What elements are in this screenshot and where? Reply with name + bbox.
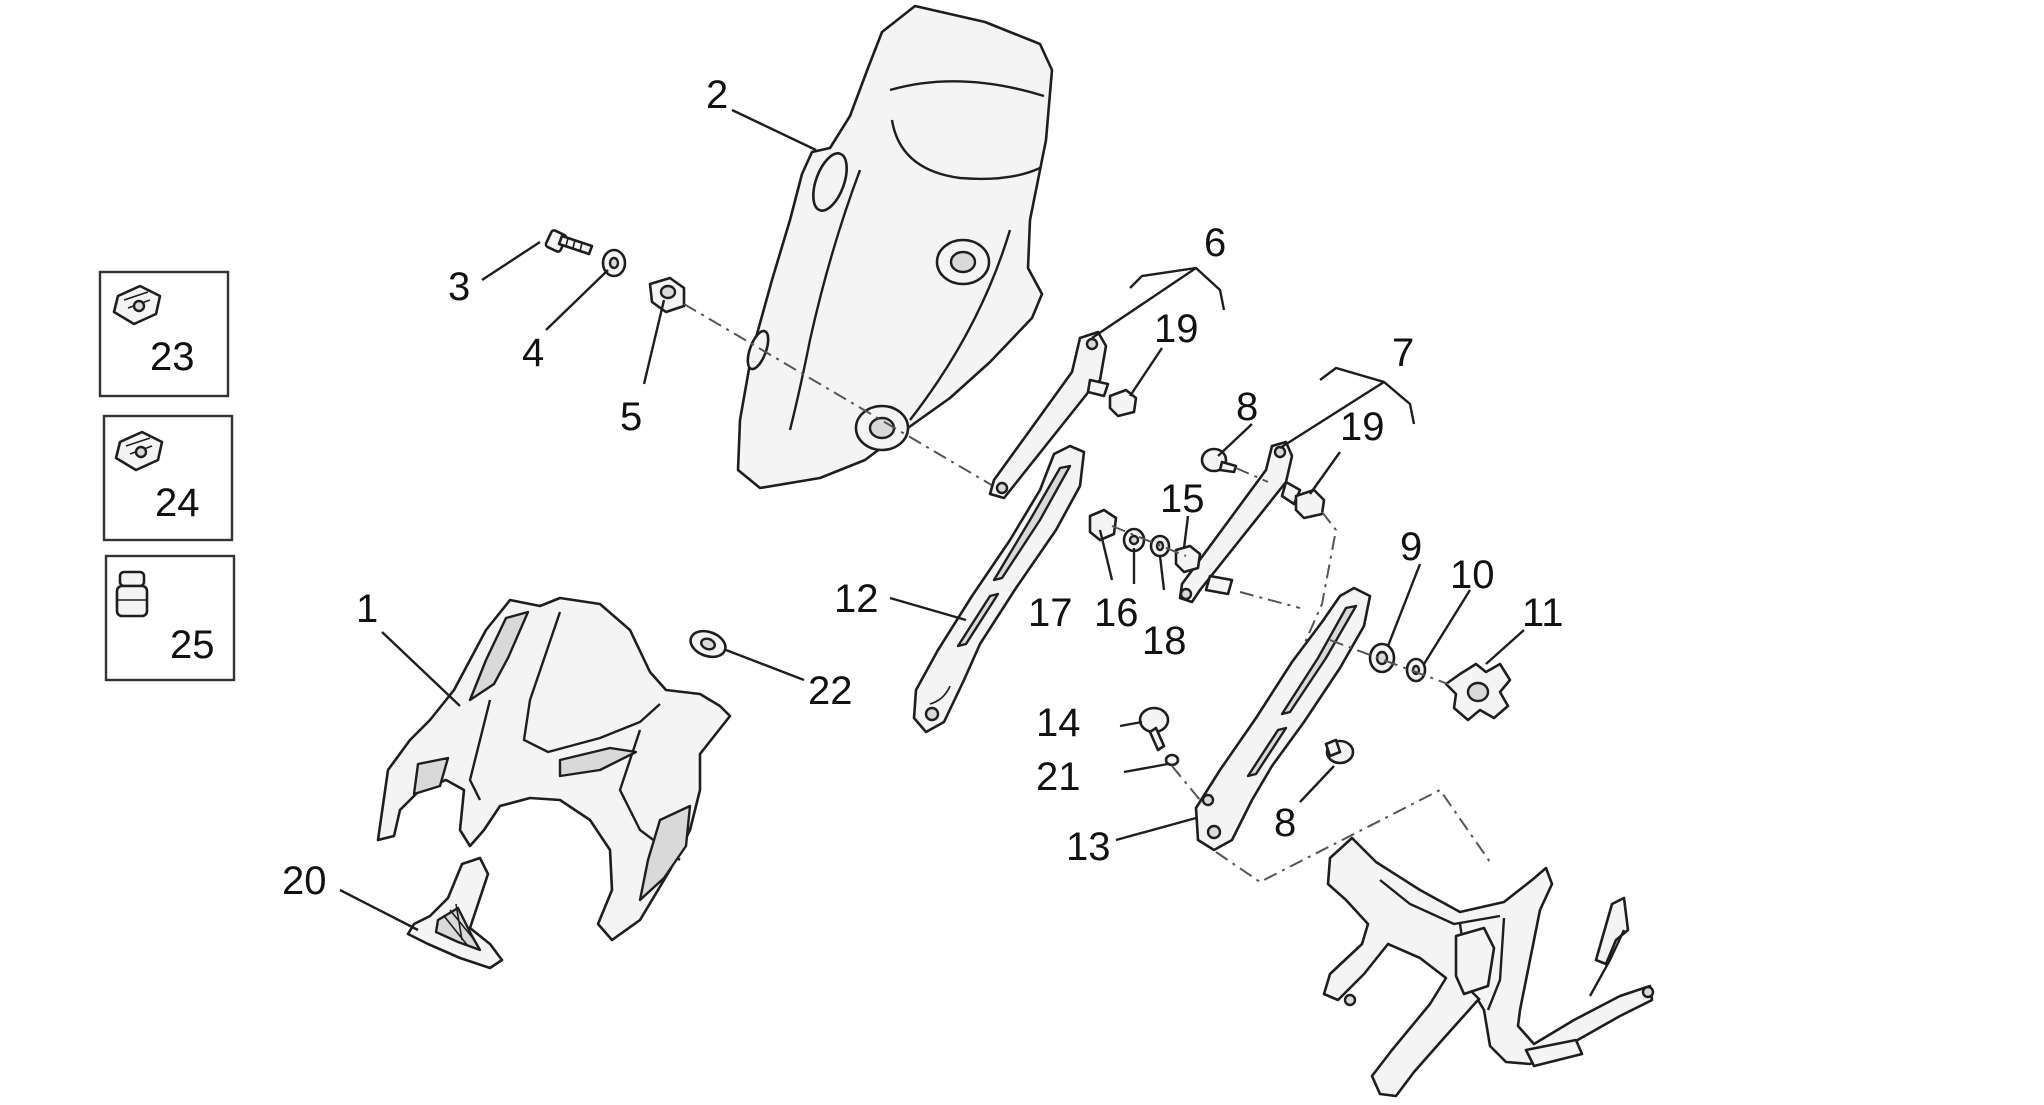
callout-16: 16: [1094, 591, 1139, 635]
callout-22: 22: [808, 669, 853, 713]
callout-2: 2: [706, 73, 728, 117]
bracket-6: [988, 330, 1110, 500]
callout-12: 12: [834, 577, 879, 621]
box-23-label: 23: [150, 335, 195, 379]
clip-nut-icon: [112, 284, 162, 326]
callout-5: 5: [620, 395, 642, 439]
screw-8b: [1324, 738, 1355, 765]
callout-7: 7: [1392, 331, 1414, 375]
callout-10: 10: [1450, 553, 1495, 597]
callout-15: 15: [1160, 477, 1205, 521]
screw-icon: [544, 229, 594, 256]
grommet: [648, 276, 686, 314]
callout-13: 13: [1066, 825, 1111, 869]
callout-8a: 8: [1236, 385, 1258, 429]
grommet-22: [689, 629, 727, 659]
callout-21: 21: [1036, 755, 1081, 799]
clip-nut-icon: [114, 430, 164, 472]
screw-8a: [1200, 447, 1238, 474]
callout-18: 18: [1142, 619, 1187, 663]
callout-3: 3: [448, 265, 470, 309]
bushing-19a: [1108, 388, 1138, 418]
callout-20: 20: [282, 859, 327, 903]
inset-box-24: 24: [102, 414, 234, 542]
washer-16: [1122, 527, 1146, 553]
callout-4: 4: [522, 331, 544, 375]
callout-8b: 8: [1274, 801, 1296, 845]
spacer-17: [1088, 508, 1118, 542]
windscreen: [736, 4, 1054, 490]
knob-icon: [1444, 662, 1512, 722]
leader-lines: [339, 108, 1525, 932]
headlight-subframe: [1322, 836, 1655, 1098]
callout-9: 9: [1400, 525, 1422, 569]
slide-plate-12: [912, 444, 1086, 734]
bushing-19b: [1294, 488, 1326, 520]
callout-17: 17: [1028, 591, 1073, 635]
bracket-7: [1178, 440, 1302, 604]
washer-10: [1405, 657, 1427, 683]
callout-19b: 19: [1340, 405, 1385, 449]
inset-box-23: 23: [98, 270, 230, 398]
bushing-icon: [115, 570, 149, 618]
inset-box-25: 25: [104, 554, 236, 682]
lower-grille: [406, 856, 504, 970]
box-25-label: 25: [170, 623, 215, 667]
front-fairing: [376, 596, 732, 942]
box-24-label: 24: [155, 481, 200, 525]
screw-14: [1138, 706, 1170, 752]
callout-1: 1: [356, 587, 378, 631]
callout-labels: 2 3 4 5 6 19 7 8 19 15 12 17 16 18 9 10 …: [282, 73, 1564, 903]
callout-14: 14: [1036, 701, 1081, 745]
bushing-15: [1174, 544, 1202, 574]
washer-9: [1368, 642, 1396, 674]
slide-plate-13: [1194, 586, 1372, 852]
callout-19a: 19: [1154, 307, 1199, 351]
washer-21: [1164, 753, 1180, 767]
callout-6: 6: [1204, 221, 1226, 265]
callout-11: 11: [1522, 591, 1564, 635]
washer-icon: [601, 248, 627, 278]
